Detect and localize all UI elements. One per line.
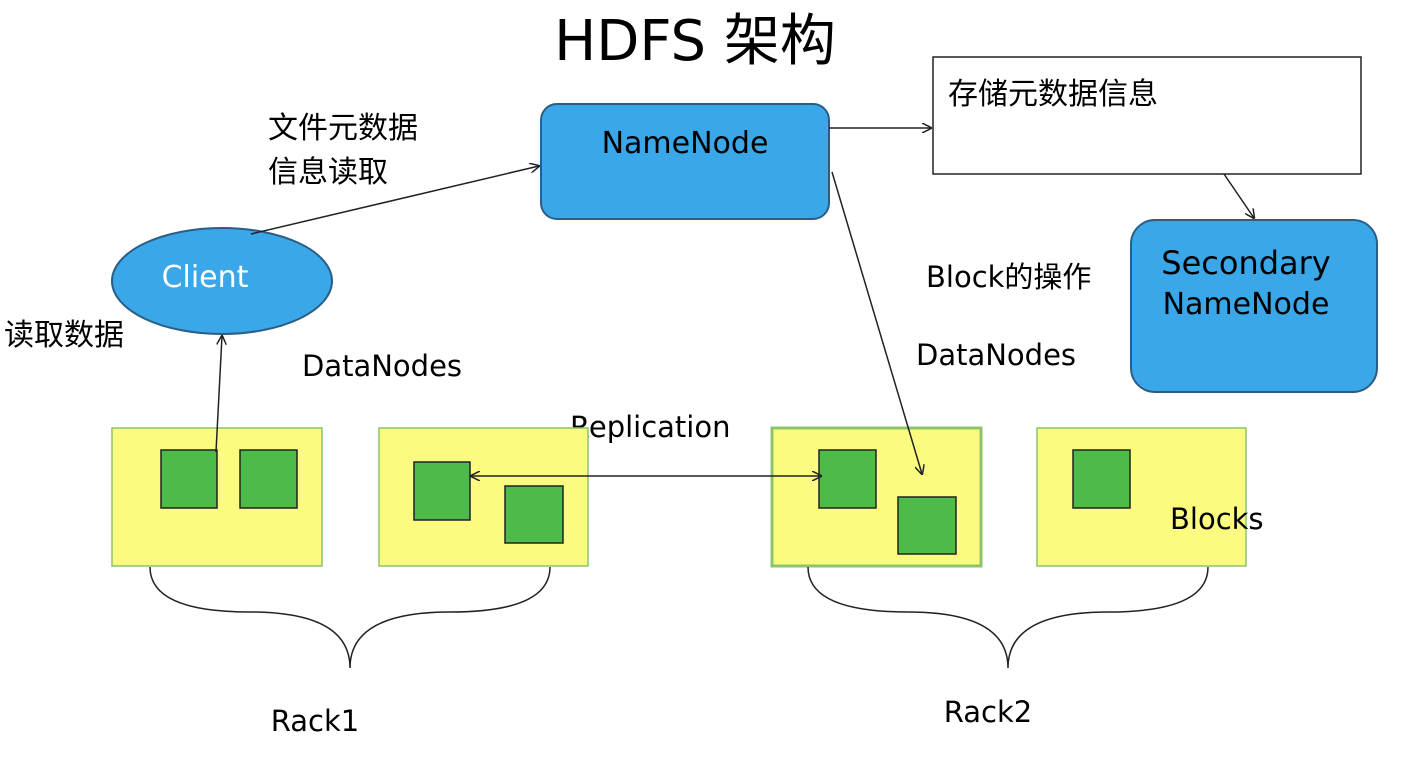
block-operation-label: Block的操作	[926, 260, 1091, 294]
namenode-to-datanode-arrow	[831, 171, 922, 474]
block	[897, 496, 957, 555]
replication-label: Replication	[570, 410, 730, 444]
datanodes-left-label: DataNodes	[302, 349, 462, 383]
rack1-label: Rack1	[271, 704, 359, 738]
rack1-brace	[149, 566, 551, 669]
block	[160, 449, 218, 509]
block	[239, 449, 298, 509]
block	[413, 461, 471, 521]
metadata-to-secondary-arrow	[1223, 173, 1254, 218]
read-data-label: 读取数据	[4, 318, 124, 353]
client-label: Client	[162, 260, 249, 295]
blocks-label: Blocks	[1170, 502, 1264, 536]
secondary-namenode-label-line2: NameNode	[1163, 287, 1330, 322]
file-metadata-read-label-line2: 信息读取	[268, 155, 388, 190]
datanode-to-client-arrow	[215, 336, 222, 453]
metadata-storage-box	[932, 56, 1362, 175]
datanode-4	[1036, 427, 1247, 567]
datanodes-right-label: DataNodes	[916, 338, 1076, 372]
metadata-storage-label: 存储元数据信息	[948, 77, 1158, 112]
namenode-box	[540, 103, 830, 220]
file-metadata-read-label-line1: 文件元数据	[268, 111, 418, 146]
client-to-namenode-arrow	[250, 166, 539, 235]
diagram-title: HDFS 架构	[554, 9, 836, 74]
rack2-label: Rack2	[944, 695, 1032, 729]
rack2-brace	[807, 566, 1209, 669]
secondary-namenode-label-line1: Secondary	[1161, 244, 1330, 282]
block	[818, 449, 877, 509]
client-ellipse	[111, 227, 333, 335]
block	[1072, 449, 1131, 509]
block	[504, 485, 564, 544]
namenode-label: NameNode	[602, 126, 769, 161]
